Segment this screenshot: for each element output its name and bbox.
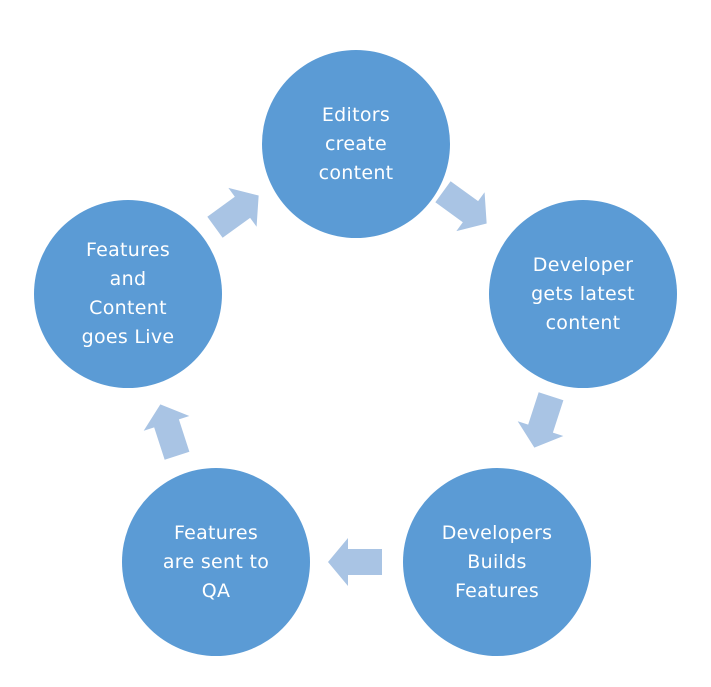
arrow-left-icon: [328, 538, 382, 586]
node-label: Features are sent to QA: [162, 521, 270, 602]
arrow-right-icon: [435, 181, 487, 232]
node-label: Developers Builds Features: [441, 521, 553, 602]
node-label: Editors create content: [318, 103, 394, 184]
node-label: Features and Content goes Live: [81, 239, 175, 348]
node-label: Developer gets latest content: [531, 253, 635, 334]
node-developers-builds-features: Developers Builds Features: [403, 468, 591, 656]
node-features-content-live: Features and Content goes Live: [34, 200, 222, 388]
arrow-down-icon: [517, 392, 564, 448]
node-developer-gets-latest-content: Developer gets latest content: [489, 200, 677, 388]
node-features-sent-to-qa: Features are sent to QA: [122, 468, 310, 656]
node-editors-create-content: Editors create content: [262, 50, 450, 238]
arrow-up-icon: [143, 404, 190, 460]
arrow-up-right-icon: [207, 187, 259, 238]
